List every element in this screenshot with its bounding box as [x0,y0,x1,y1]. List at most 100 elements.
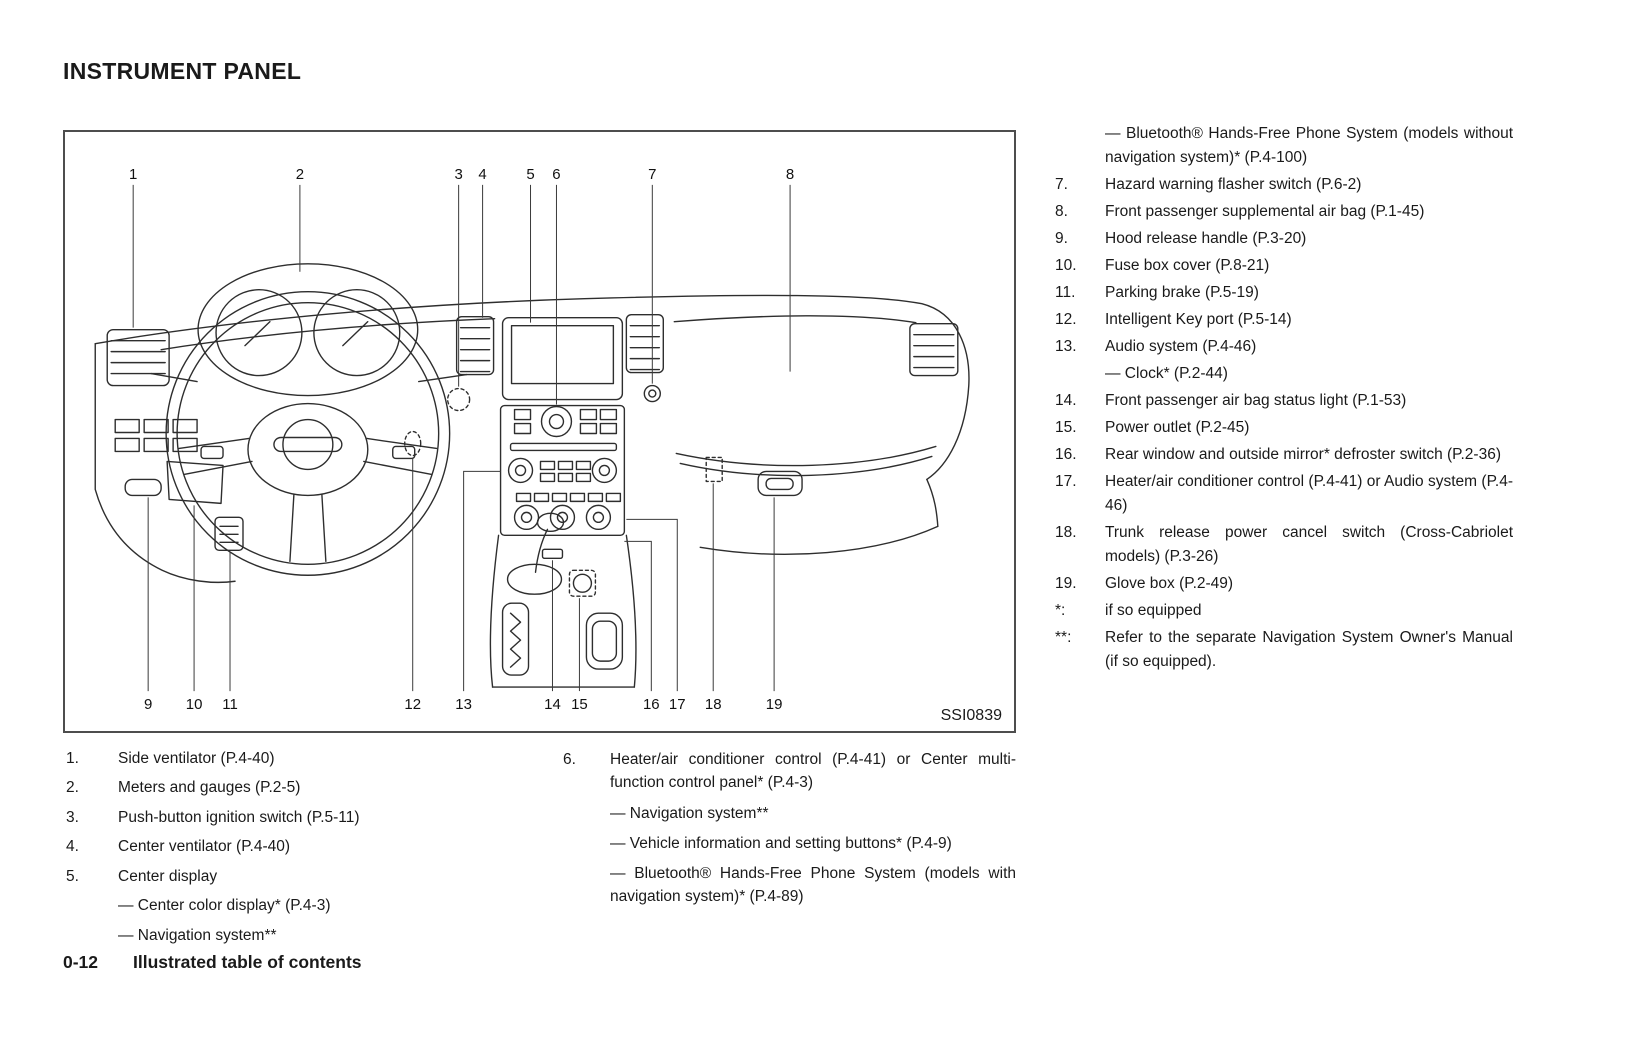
item-number: 9. [1055,230,1068,248]
list-item: 11.Parking brake (P.5-19) [1055,281,1513,305]
callout-number: 11 [222,696,238,713]
item-text: Center ventilator (P.4-40) [118,838,291,856]
steering-wheel [150,291,468,576]
item-number: 18. [1055,524,1077,542]
item-number [1055,122,1105,170]
list-item: 7.Hazard warning flasher switch (P.6-2) [1055,173,1513,197]
glove-box [675,445,939,555]
list-item: 14. Front passenger air bag status light … [1055,389,1513,413]
item-number [563,802,610,825]
list-subitem: — Clock* (P.2-44) [1055,362,1513,386]
list-item: 19.Glove box (P.2-49) [1055,572,1513,596]
list-item: 10. Fuse box cover (P.8-21) [1055,254,1513,278]
list-subitem: — Navigation system** [66,925,496,947]
intelligent-key-port [404,430,422,457]
side-vent-left-icon [106,328,170,387]
legend-column-right: — Bluetooth® Hands-Free Phone System (mo… [1055,122,1513,677]
item-number: 10. [1055,257,1077,275]
item-text: — Clock* (P.2-44) [1105,365,1228,383]
callout-number: 7 [648,166,656,183]
item-number [563,862,610,909]
item-number: 3. [66,808,79,826]
item-number: 17. [1055,473,1077,491]
page-footer: 0-12 Illustrated table of contents [63,952,362,973]
callout-number: 4 [478,166,486,183]
item-number: 15. [1055,419,1077,437]
item-text: — Bluetooth® Hands-Free Phone System (mo… [610,865,1016,906]
callout-number: 6 [552,166,560,183]
item-number: 12. [1055,311,1077,329]
list-item: 2.Meters and gauges (P.2-5) [66,777,496,799]
list-item: 1.Side ventilator (P.4-40) [66,748,496,770]
list-subitem: — Bluetooth® Hands-Free Phone System (mo… [563,862,1016,909]
callout-number: 19 [766,696,783,713]
hood-release-handle [124,478,162,497]
callout-number: 10 [186,696,203,713]
item-text: Meters and gauges (P.2-5) [118,779,301,797]
list-item: 8. Front passenger supplemental air bag (… [1055,200,1513,224]
item-text: Front passenger air bag status light (P.… [1105,392,1407,410]
fuse-box-cover [166,460,224,505]
item-number: 14. [1055,392,1077,410]
item-number: 16. [1055,446,1077,464]
list-item: 9.Hood release handle (P.3-20) [1055,227,1513,251]
switch-cluster [114,418,198,453]
item-number: 7. [1055,176,1068,194]
item-number [1055,362,1105,386]
item-text: Trunk release power cancel switch (Cross… [1105,524,1513,566]
climate-controls [513,492,622,531]
ignition-button [446,387,471,412]
nissan-emblem-icon [273,418,343,471]
item-number: 6. [563,751,576,768]
item-number: 1. [66,750,79,767]
callout-number: 8 [786,166,794,183]
list-item: 13.Audio system (P.4-46) [1055,335,1513,359]
list-subitem: — Center color display* (P.4-3) [66,895,496,917]
legend-column-left: 1.Side ventilator (P.4-40) 2.Meters and … [66,748,496,954]
footnote-marker: **: [1055,629,1072,647]
legend-column-middle: 6.Heater/air conditioner control (P.4-41… [563,748,1016,916]
trunk-release-cancel-switch [705,456,723,483]
item-number: 8. [1055,203,1068,221]
footer-title: Illustrated table of contents [133,952,362,972]
item-number [66,895,118,917]
power-outlet [568,569,597,597]
item-text: Fuse box cover (P.8-21) [1105,257,1270,275]
item-text: — Center color display* (P.4-3) [118,897,331,915]
side-vent-right-icon [909,322,959,377]
footnote: **: Refer to the separate Navigation Syst… [1055,626,1513,674]
list-item: 15.Power outlet (P.2-45) [1055,416,1513,440]
item-text: Rear window and outside mirror* defroste… [1105,446,1501,464]
callout-number: 15 [571,696,588,713]
list-item: 4.Center ventilator (P.4-40) [66,836,496,858]
callout-number: 12 [404,696,421,713]
list-subitem: — Navigation system** [563,802,1016,825]
item-text: — Vehicle information and setting button… [610,834,952,852]
callout-number: 5 [526,166,534,183]
item-text: — Navigation system** [118,926,277,944]
callout-number: 14 [544,696,561,713]
airbag-status-light [541,548,564,559]
shift-console [489,534,637,688]
item-number: 11. [1055,284,1076,302]
footnote-marker: *: [1055,602,1066,620]
list-item: 5.Center display [66,866,496,888]
item-number: 13. [1055,338,1077,356]
callout-number: 3 [454,166,462,183]
figure-code-label: SSI0839 [936,707,1002,725]
multi-function-control-panel [499,404,626,537]
footnote: *:if so equipped [1055,599,1513,623]
center-vent-left-icon [455,315,495,376]
item-number [66,925,118,947]
item-text: Front passenger supplemental air bag (P.… [1105,203,1425,221]
item-text: — Navigation system** [610,804,769,822]
item-text: Intelligent Key port (P.5-14) [1105,311,1292,329]
instrument-panel-figure-box: 1 2 3 4 5 6 7 8 9 10 11 12 13 14 15 16 1… [63,130,1016,733]
list-item: 16. Rear window and outside mirror* defro… [1055,443,1513,467]
callout-number: 17 [669,696,686,713]
audio-controls [507,457,618,484]
page-title: INSTRUMENT PANEL [63,58,302,84]
footnote-text: Refer to the separate Navigation System … [1105,629,1513,671]
item-number [563,832,610,855]
list-item: 18. Trunk release power cancel switch (Cr… [1055,521,1513,569]
